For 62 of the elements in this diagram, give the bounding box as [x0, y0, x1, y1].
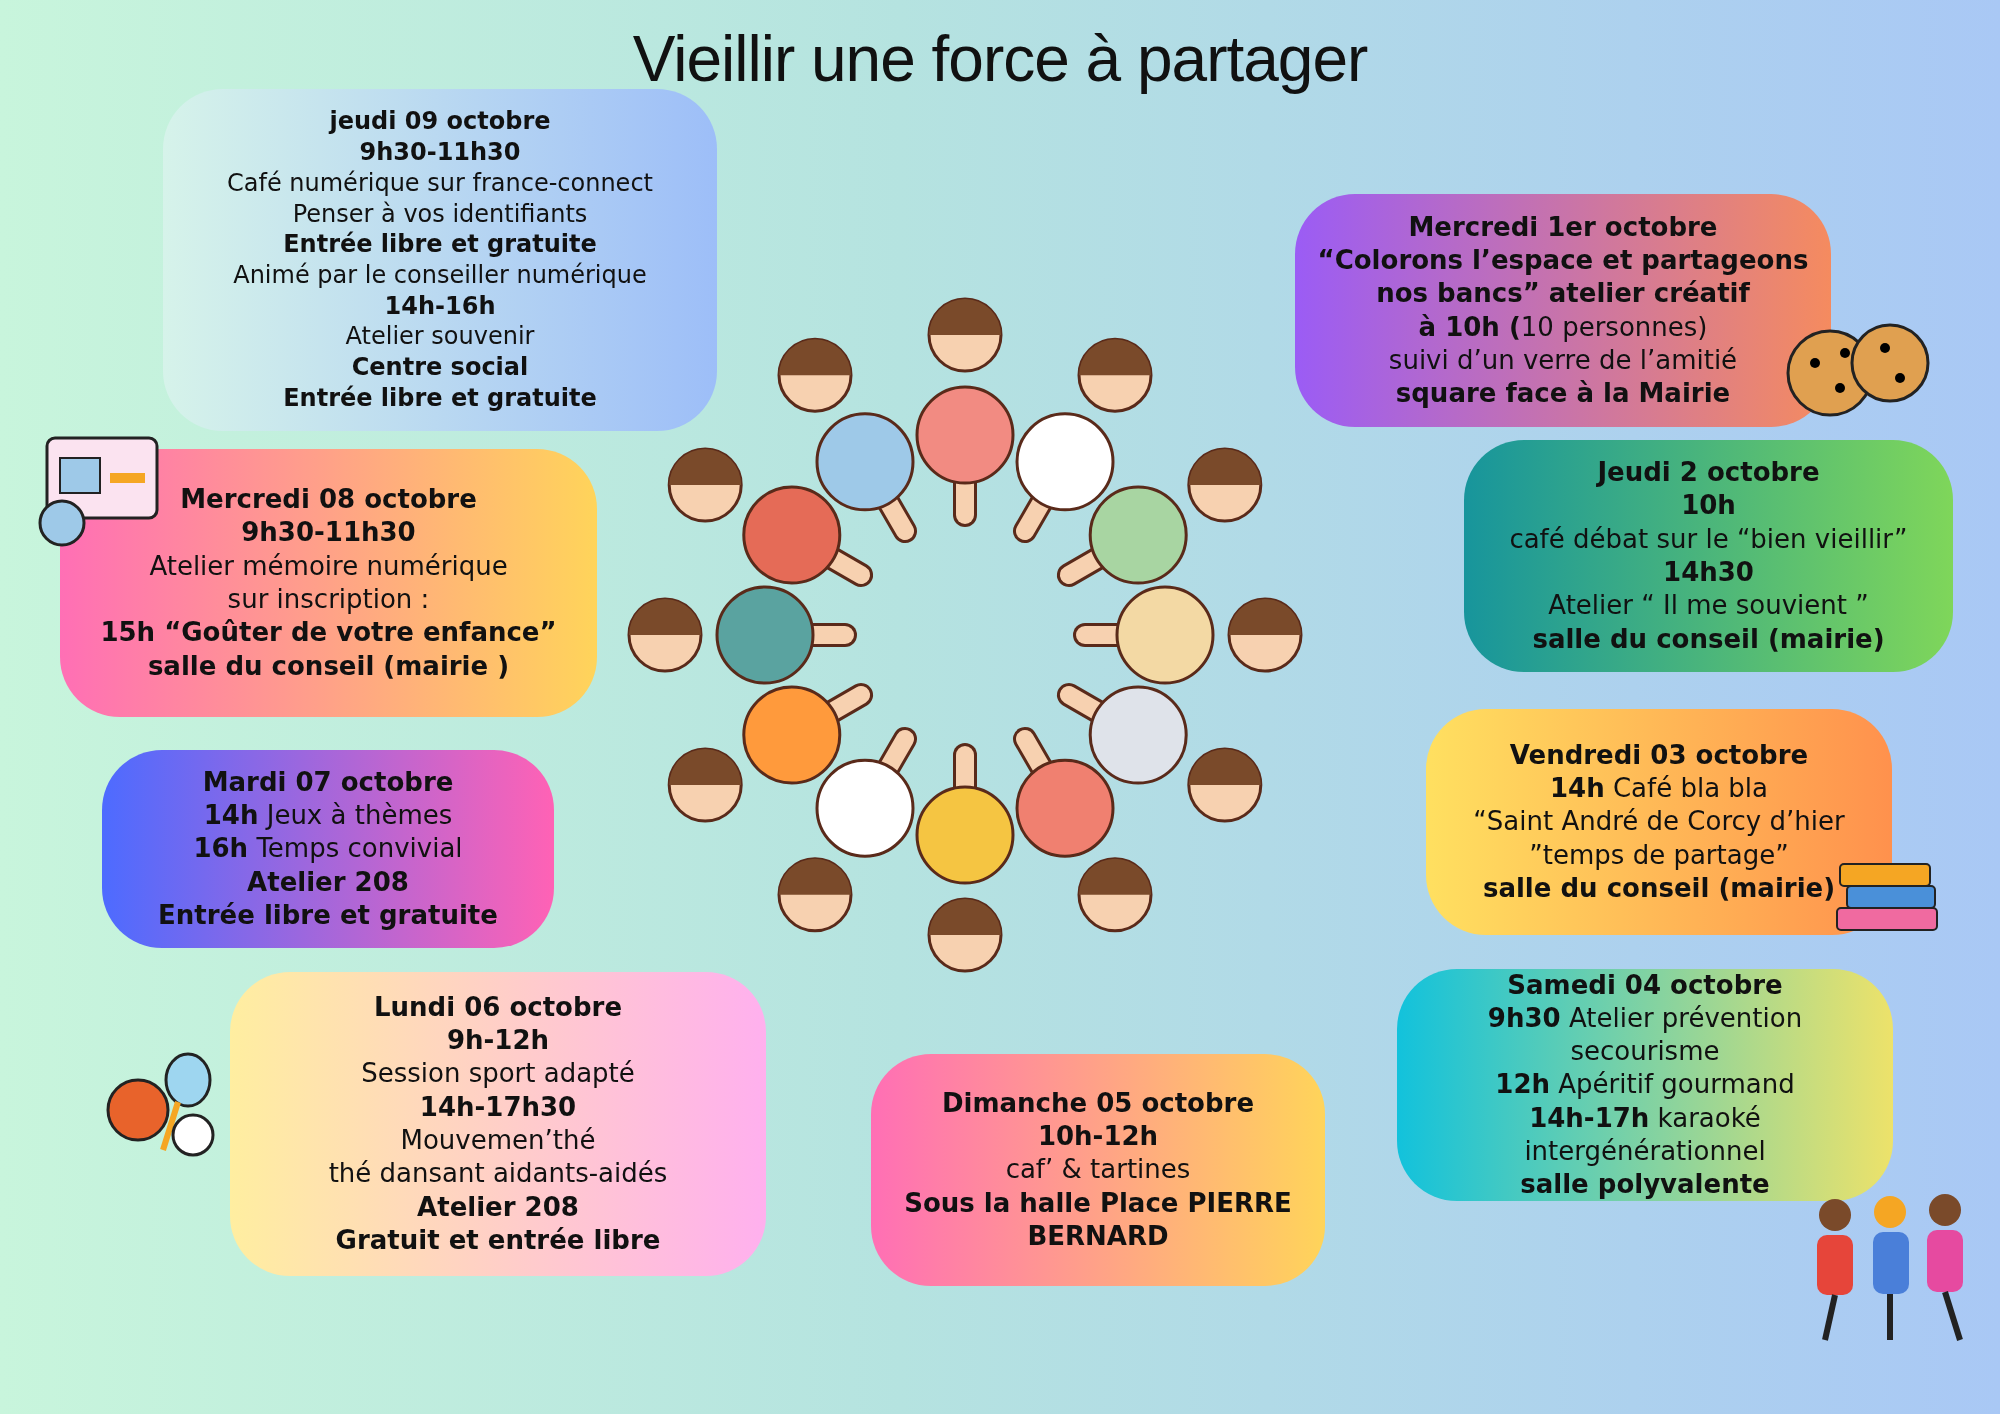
card-heading: Samedi 04 octobre	[1507, 968, 1783, 1002]
event-card	[1295, 194, 1831, 427]
event-line: Session sport adapté	[361, 1057, 635, 1091]
event-line: Entrée libre et gratuite	[283, 229, 597, 260]
event-line: 16h Temps convivial	[193, 832, 463, 866]
card-heading: Mercredi 1er octobre	[1408, 210, 1718, 244]
event-line: Atelier souvenir	[345, 321, 535, 353]
event-line: 9h30 Atelier prévention secourisme	[1486, 1001, 1804, 1069]
event-card	[102, 750, 554, 948]
event-line: suivi d’un verre de l’amitié	[1388, 343, 1738, 377]
event-line: Mouvemen’thé	[400, 1124, 596, 1157]
card-heading: jeudi 09 octobre	[329, 106, 551, 138]
event-line: salle du conseil (mairie )	[147, 649, 510, 683]
event-line: Atelier “ Il me souvient ”	[1548, 589, 1869, 623]
event-line: 9h30-11h30	[359, 137, 521, 168]
event-line: sur inscription :	[227, 583, 430, 616]
event-line: 14h-16h	[384, 290, 496, 322]
event-line: Centre social	[351, 352, 529, 383]
event-line: 15h “Goûter de votre enfance”	[100, 616, 557, 650]
event-line: Atelier mémoire numérique	[149, 549, 508, 583]
event-line: 9h30-11h30	[241, 516, 416, 550]
event-line: 14h Jeux à thèmes	[203, 799, 453, 833]
event-line: Entrée libre et gratuite	[283, 382, 597, 414]
card-heading: Jeudi 2 octobre	[1597, 456, 1820, 490]
event-line: Sous la halle Place PIERRE BERNARD	[903, 1186, 1293, 1253]
event-line: à 10h (10 personnes)	[1418, 310, 1708, 344]
event-card	[871, 1054, 1325, 1286]
event-line: thé dansant aidants-aidés	[328, 1157, 668, 1191]
event-line: Café numérique sur france-connect	[227, 167, 653, 199]
card-heading: Mercredi 08 octobre	[180, 483, 477, 517]
event-card	[1464, 440, 1953, 672]
event-line: salle du conseil (mairie)	[1482, 871, 1836, 905]
event-line: 14h Café bla bla	[1549, 772, 1769, 806]
card-heading: Dimanche 05 octobre	[941, 1086, 1255, 1120]
event-line: 10h	[1681, 489, 1736, 523]
event-line: Penser à vos identifiants	[292, 198, 588, 230]
event-line: ”temps de partage”	[1529, 838, 1789, 872]
event-line: caf’ & tartines	[1005, 1153, 1191, 1187]
event-line: 10h-12h	[1037, 1120, 1159, 1154]
card-heading: Lundi 06 octobre	[374, 990, 622, 1024]
event-line: square face à la Mairie	[1395, 377, 1731, 411]
event-line: café débat sur le “bien vieillir”	[1509, 522, 1908, 556]
event-line: Atelier 208	[417, 1190, 579, 1224]
event-line: “Saint André de Corcy d’hier	[1473, 805, 1845, 839]
card-heading: Vendredi 03 octobre	[1509, 738, 1809, 772]
event-line: 12h Apéritif gourmand	[1495, 1068, 1795, 1102]
event-card	[60, 449, 597, 717]
event-line: 14h30	[1663, 556, 1754, 589]
event-line: 14h-17h30	[419, 1090, 577, 1124]
card-heading: Mardi 07 octobre	[202, 765, 454, 799]
event-card	[230, 972, 766, 1276]
event-line: Entrée libre et gratuite	[158, 898, 498, 932]
event-card	[163, 89, 717, 431]
event-line: salle polyvalente	[1520, 1168, 1770, 1202]
event-line: Animé par le conseiller numérique	[233, 260, 647, 291]
event-line: salle du conseil (mairie)	[1532, 622, 1885, 656]
event-card	[1397, 969, 1893, 1201]
event-line: Atelier 208	[247, 865, 409, 899]
event-line: Gratuit et entrée libre	[335, 1223, 661, 1257]
event-card	[1426, 709, 1892, 935]
title: Vieillir une force à partager	[631, 22, 1369, 96]
event-line: 9h-12h	[446, 1024, 550, 1058]
